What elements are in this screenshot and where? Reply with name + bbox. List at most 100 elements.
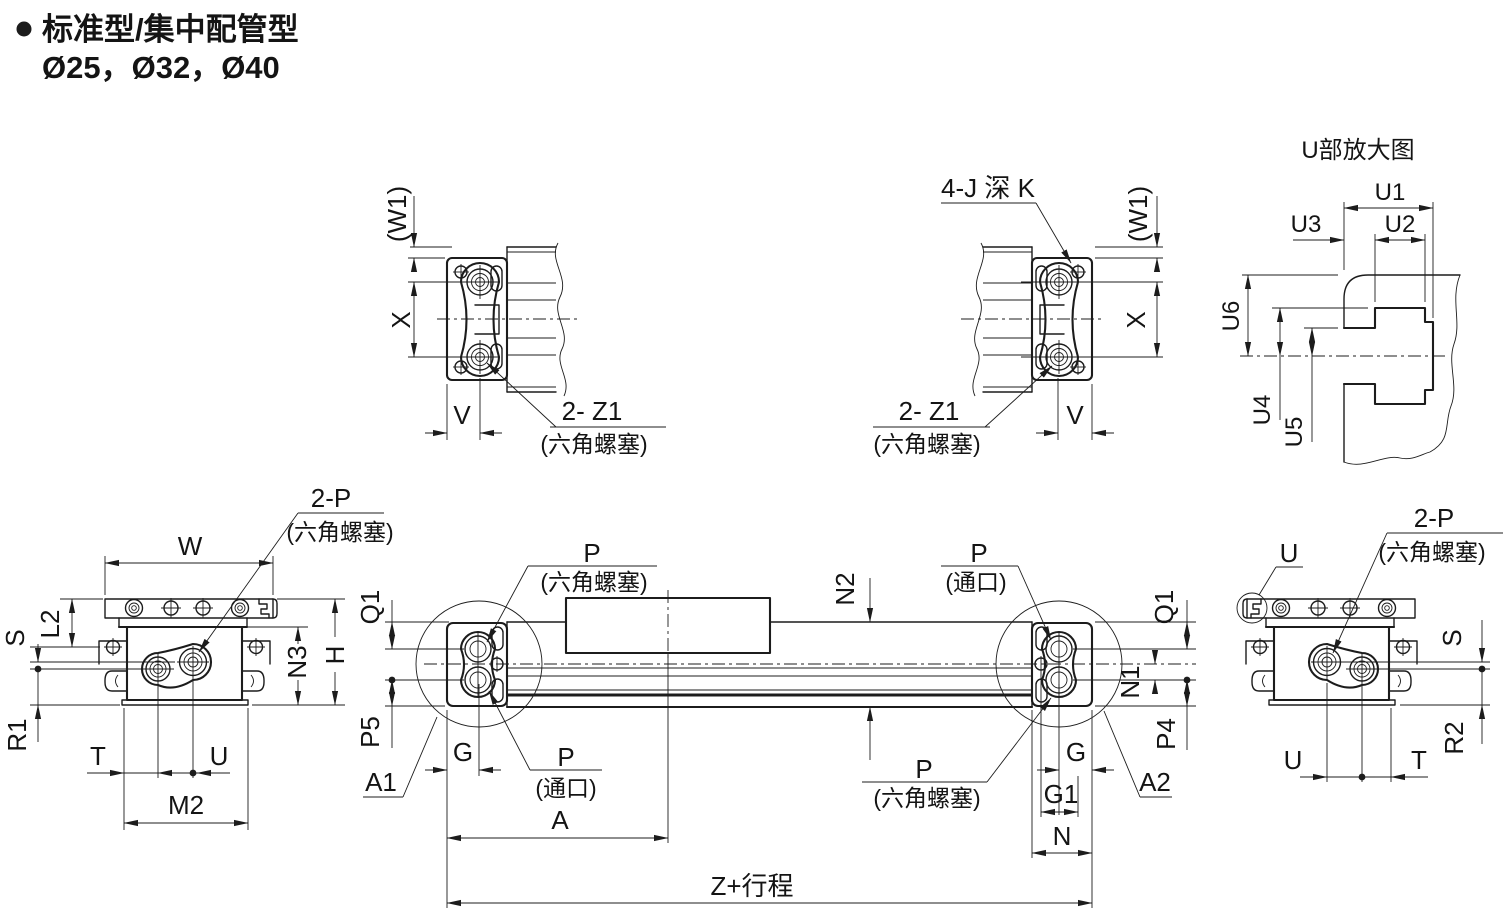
main-side-view: P (六角螺塞) P (通口) P (通口) P (六角螺塞) — [355, 538, 1196, 908]
rail-geometry — [506, 242, 567, 397]
callout-line1: P — [557, 742, 574, 772]
t-slot-corner — [258, 598, 270, 619]
plug-callout-line2: (六角螺塞) — [873, 431, 980, 457]
u-detail-callout: U — [1258, 538, 1303, 596]
dim-label-u: U — [210, 741, 229, 771]
dim-label-p5: P5 — [355, 716, 385, 748]
dim-label-q1-right: Q1 — [1149, 590, 1179, 625]
dim-label-v: V — [453, 400, 471, 430]
top-right-end-top-view: 4-J 深 K (W1) X V 2- Z1 (六角螺塞 — [873, 173, 1163, 457]
left-end-view: 2-P (六角螺塞) W L2 S R1 — [0, 483, 394, 830]
dim-label-u1: U1 — [1375, 179, 1406, 206]
break-line — [1343, 451, 1431, 465]
ref-label-a1: A1 — [365, 767, 397, 797]
dim-label-p4: P4 — [1151, 718, 1181, 750]
dim-label-u3: U3 — [1291, 211, 1322, 238]
dim-label-r1: R1 — [2, 718, 32, 751]
dim-label-g-right: G — [1066, 737, 1086, 767]
reference-dot — [1358, 773, 1366, 781]
right-dimensions: Q1 N1 P4 G G1 N A2 — [1031, 590, 1196, 908]
dim-label-n1: N1 — [1115, 665, 1145, 698]
port-callout-line1: 2-P — [1414, 503, 1454, 533]
ports — [453, 262, 503, 377]
port-callout: 2-P (六角螺塞) — [198, 483, 394, 653]
dim-label-s: S — [1437, 629, 1467, 646]
u-profile-geometry — [1240, 274, 1461, 465]
ports — [1035, 262, 1086, 377]
u-dimensions: U1 U2 U3 U6 U4 U5 — [1218, 179, 1434, 448]
port-callout: 2-P (六角螺塞) — [1332, 503, 1503, 654]
left-dimensions: Q1 P5 G A1 — [355, 590, 501, 908]
dim-label-u6: U6 — [1218, 301, 1245, 332]
dimension-v: V — [425, 378, 502, 440]
detail-circle-u — [1236, 592, 1268, 624]
plug-leader: 2- Z1 (六角螺塞) — [486, 362, 666, 457]
dim-label-w: W — [178, 531, 203, 561]
body-section — [1245, 625, 1418, 706]
dimension-w1-x: (W1) X — [382, 186, 498, 358]
thread-callout-label: 4-J 深 K — [941, 173, 1036, 203]
dim-label-r2: R2 — [1439, 721, 1469, 754]
dim-label-g-left: G — [453, 737, 473, 767]
dim-label-t: T — [1411, 745, 1427, 775]
dim-label-x: X — [1121, 311, 1151, 328]
ref-label-a2: A2 — [1139, 767, 1171, 797]
dim-label-m2: M2 — [168, 790, 204, 820]
dim-label-u4: U4 — [1249, 395, 1276, 426]
dim-label-z-stroke: Z+行程 — [710, 871, 793, 901]
dim-label-h: H — [320, 646, 350, 665]
plug-callout-line1: 2- Z1 — [562, 396, 623, 426]
dim-label-a: A — [551, 805, 569, 835]
break-line — [554, 242, 567, 397]
slide-table — [104, 598, 278, 629]
dim-label-u2: U2 — [1385, 211, 1416, 238]
u-detail-title: U部放大图 — [1301, 137, 1414, 164]
dim-label-w1: (W1) — [382, 186, 412, 242]
dim-label-u: U — [1284, 745, 1303, 775]
title-block: 标准型/集中配管型 Ø25，Ø32，Ø40 — [16, 12, 299, 85]
reference-dot — [189, 769, 197, 777]
dim-label-l2: L2 — [35, 610, 65, 639]
port-callout-bottom-right: P (六角螺塞) — [862, 697, 1052, 811]
dimension-v: V — [1036, 378, 1114, 440]
break-line — [1429, 274, 1461, 453]
callout-line1: P — [970, 538, 987, 568]
cylinder-body — [424, 590, 1196, 709]
port-callout-top-left: P (六角螺塞) — [486, 538, 657, 643]
callout-line2: (通口) — [945, 569, 1006, 595]
bullet-icon — [16, 21, 32, 37]
port-callout-line2: (六角螺塞) — [286, 519, 393, 545]
port-callout-line1: 2-P — [311, 483, 351, 513]
piping-ports — [140, 642, 213, 689]
dim-label-n: N — [1053, 821, 1072, 851]
port-callout-bottom-left: P (通口) — [488, 690, 602, 801]
dimensions: W L2 S R1 N3 H — [0, 531, 350, 830]
dim-label-n2: N2 — [830, 572, 860, 605]
plug-callout-line2: (六角螺塞) — [540, 431, 647, 457]
top-left-end-top-view: (W1) X V 2- Z1 (六角螺塞) — [382, 186, 666, 457]
t-slot-corner — [1250, 598, 1262, 619]
callout-line2: (六角螺塞) — [540, 569, 647, 595]
dimensions: S R2 U T — [1284, 620, 1490, 782]
n2-dimension: N2 — [830, 572, 874, 760]
callout-line1: P — [583, 538, 600, 568]
port-callout-top-right: P (通口) — [941, 538, 1052, 641]
dim-label-u5: U5 — [1281, 417, 1308, 448]
plug-callout-line1: 2- Z1 — [899, 396, 960, 426]
u-detail-view: U部放大图 U1 U2 U3 U6 U4 — [1218, 137, 1461, 465]
thread-callout: 4-J 深 K — [941, 173, 1072, 264]
dim-label-x: X — [386, 311, 416, 328]
dim-label-n3: N3 — [282, 645, 312, 678]
plug-leader: 2- Z1 (六角螺塞) — [873, 365, 1053, 457]
piping-ports — [1307, 642, 1380, 689]
dim-label-g1: G1 — [1044, 779, 1079, 809]
page-title: 标准型/集中配管型 — [42, 12, 299, 47]
dim-label-w1: (W1) — [1123, 186, 1153, 242]
page-subtitle-bores: Ø25，Ø32，Ø40 — [42, 50, 280, 85]
callout-line2: (通口) — [535, 775, 596, 801]
callout-line1: P — [915, 754, 932, 784]
slide-table — [1236, 592, 1416, 629]
right-end-view: U 2-P (六角螺塞) S R2 — [1236, 503, 1503, 782]
dim-label-t: T — [90, 741, 106, 771]
